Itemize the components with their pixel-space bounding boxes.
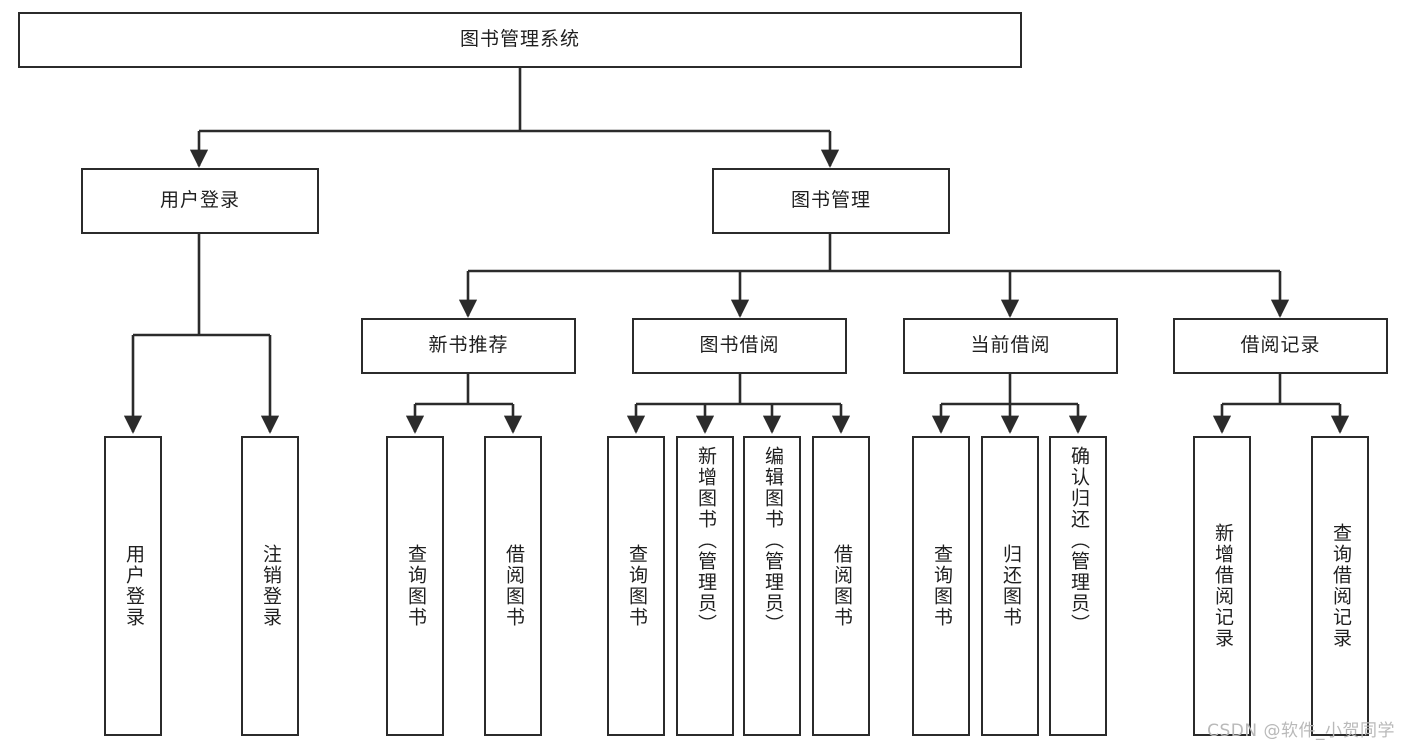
leaf-user-login[interactable]: 用户登录 [104,436,162,736]
leaf-confirm-return-admin[interactable]: 确认归还（管理员） [1049,436,1107,736]
node-label: 当前借阅 [970,334,1051,357]
node-root-book-management-system[interactable]: 图书管理系统 [18,12,1022,68]
node-label: 注销登录 [259,544,282,628]
node-current-borrow[interactable]: 当前借阅 [903,318,1118,374]
leaf-query-book-recommend[interactable]: 查询图书 [386,436,444,736]
node-label: 用户登录 [122,544,145,628]
leaf-query-borrow-record[interactable]: 查询借阅记录 [1311,436,1369,736]
node-label: 借阅图书 [830,544,853,628]
node-label: 查询图书 [625,544,648,628]
node-label: 确认归还（管理员） [1067,446,1090,635]
leaf-add-borrow-record[interactable]: 新增借阅记录 [1193,436,1251,736]
node-borrow-record[interactable]: 借阅记录 [1173,318,1388,374]
node-label: 借阅记录 [1240,334,1321,357]
node-book-management[interactable]: 图书管理 [712,168,950,234]
leaf-return-book[interactable]: 归还图书 [981,436,1039,736]
node-user-login[interactable]: 用户登录 [81,168,319,234]
node-label: 借阅图书 [502,544,525,628]
node-label: 查询图书 [930,544,953,628]
leaf-logout[interactable]: 注销登录 [241,436,299,736]
node-label: 用户登录 [159,189,240,212]
node-label: 新书推荐 [428,334,509,357]
leaf-query-book-current[interactable]: 查询图书 [912,436,970,736]
leaf-add-book-admin[interactable]: 新增图书（管理员） [676,436,734,736]
node-label: 图书管理系统 [459,28,580,51]
leaf-query-book-borrow[interactable]: 查询图书 [607,436,665,736]
node-label: 归还图书 [999,544,1022,628]
node-book-borrow[interactable]: 图书借阅 [632,318,847,374]
node-label: 查询图书 [404,544,427,628]
csdn-watermark: CSDN @软件_小贺同学 [1207,721,1395,741]
node-label: 新增借阅记录 [1211,523,1234,649]
leaf-edit-book-admin[interactable]: 编辑图书（管理员） [743,436,801,736]
node-label: 新增图书（管理员） [694,446,717,635]
node-new-book-recommend[interactable]: 新书推荐 [361,318,576,374]
node-label: 编辑图书（管理员） [761,446,784,635]
node-label: 图书借阅 [699,334,780,357]
leaf-borrow-book-recommend[interactable]: 借阅图书 [484,436,542,736]
node-label: 查询借阅记录 [1329,523,1352,649]
leaf-borrow-book[interactable]: 借阅图书 [812,436,870,736]
node-label: 图书管理 [790,189,871,212]
